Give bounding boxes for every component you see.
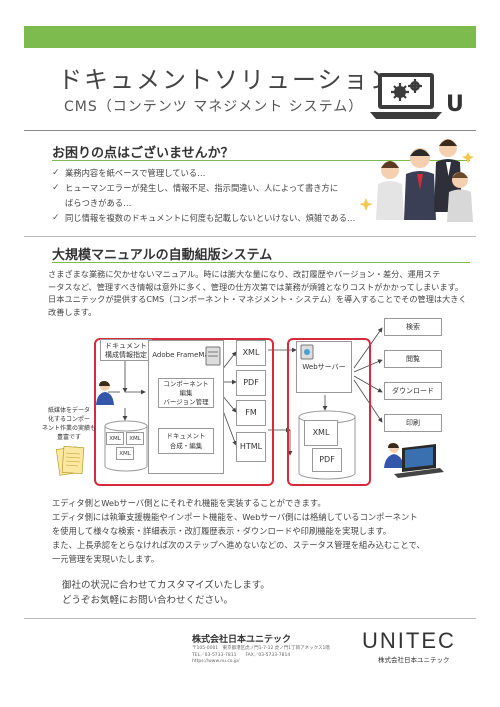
section2-underline [52, 262, 470, 263]
pdf-output: PDF [236, 370, 266, 396]
doc-spec-box: ドキュメント 構成情報指定 [100, 339, 152, 361]
web-server-icon [300, 344, 314, 360]
closing-text: 御社の状況に合わせてカスタマイズいたします。 どうぞお気軽にお問い合わせください… [62, 580, 270, 606]
page-subtitle: CMS（コンテンツ マネジメント システム） [64, 99, 364, 115]
list-item: ✓ヒューマンエラーが発生し、情報不足、指示間違い、人によって書き方に [52, 181, 370, 196]
print-function: 印刷 [384, 414, 442, 432]
xml-output: XML [236, 340, 266, 366]
fm-output: FM [236, 400, 266, 426]
company-name: 株式会社日本ユニテック [192, 635, 292, 645]
footer-divider [24, 618, 476, 619]
page-title: ドキュメントソリューション [58, 66, 396, 94]
xml-doc-mini: XML [126, 432, 144, 445]
check-icon: ✓ [52, 213, 60, 223]
check-icon: ✓ [52, 168, 60, 178]
section1-underline [52, 160, 470, 161]
user-icon [96, 381, 114, 405]
database-icon [104, 420, 148, 472]
compose-edit-box: ドキュメント 合成・編集 [158, 428, 214, 454]
list-item: ✓同じ情報を複数のドキュメントに何度も記載しないといけない、煩雑である… [52, 211, 370, 226]
laptop-gears-icon [370, 73, 442, 119]
pdf-stored: PDF [312, 448, 342, 472]
view-function: 閲覧 [384, 350, 442, 368]
section1-title: お困りの点はございませんか？ [52, 146, 234, 161]
xml-stored: XML [304, 420, 338, 446]
paper-note: 紙媒体をデータ 化するコンポー ネント作業の実績も 豊富です [41, 407, 96, 441]
server-icon [205, 346, 221, 366]
paper-documents-icon [56, 445, 85, 476]
description-text: エディタ側とWebサーバ側とにそれぞれ機能を実装することができます。 エディタ側… [52, 498, 425, 564]
list-item: ばらつきがある… [65, 198, 132, 208]
check-icon: ✓ [52, 183, 60, 193]
brand-letter: U [446, 92, 464, 117]
unitec-logo-subtitle: 株式会社日本ユニテック [378, 656, 450, 664]
divider [24, 130, 476, 131]
xml-doc-mini: XML [116, 447, 134, 460]
problem-list: ✓業務内容を紙ベースで管理している… ✓ヒューマンエラーが発生し、情報不足、指示… [52, 166, 370, 226]
intro-text: さまざまな業務に欠かせないマニュアル。時には膨大な量になり、改訂履歴やバージョン… [48, 269, 467, 317]
xml-doc-mini: XML [106, 432, 124, 445]
laptop-user-icon [384, 443, 444, 478]
unitec-logo: UNITEC [362, 628, 456, 653]
web-side-frame [287, 338, 371, 486]
section2-title: 大規模マニュアルの自動組版システム [52, 248, 273, 263]
web-server-label: Webサーバー [302, 363, 346, 371]
download-function: ダウンロード [384, 382, 442, 400]
business-people-illustration [360, 139, 474, 222]
search-function: 検索 [384, 318, 442, 336]
divider [24, 236, 476, 237]
component-edit-box: コンポーネント 編集 バージョン管理 [158, 378, 214, 408]
list-item: ✓業務内容を紙ベースで管理している… [52, 166, 370, 181]
top-accent-bar [24, 26, 476, 48]
framemaker-label: Adobe FrameMaker [152, 351, 220, 359]
html-output: HTML [236, 432, 266, 462]
editor-side-frame [94, 338, 274, 486]
company-address: 〒105-0001 東京都港区虎ノ門1-7-12 虎ノ門1丁目アネックス1階 T… [192, 646, 330, 664]
